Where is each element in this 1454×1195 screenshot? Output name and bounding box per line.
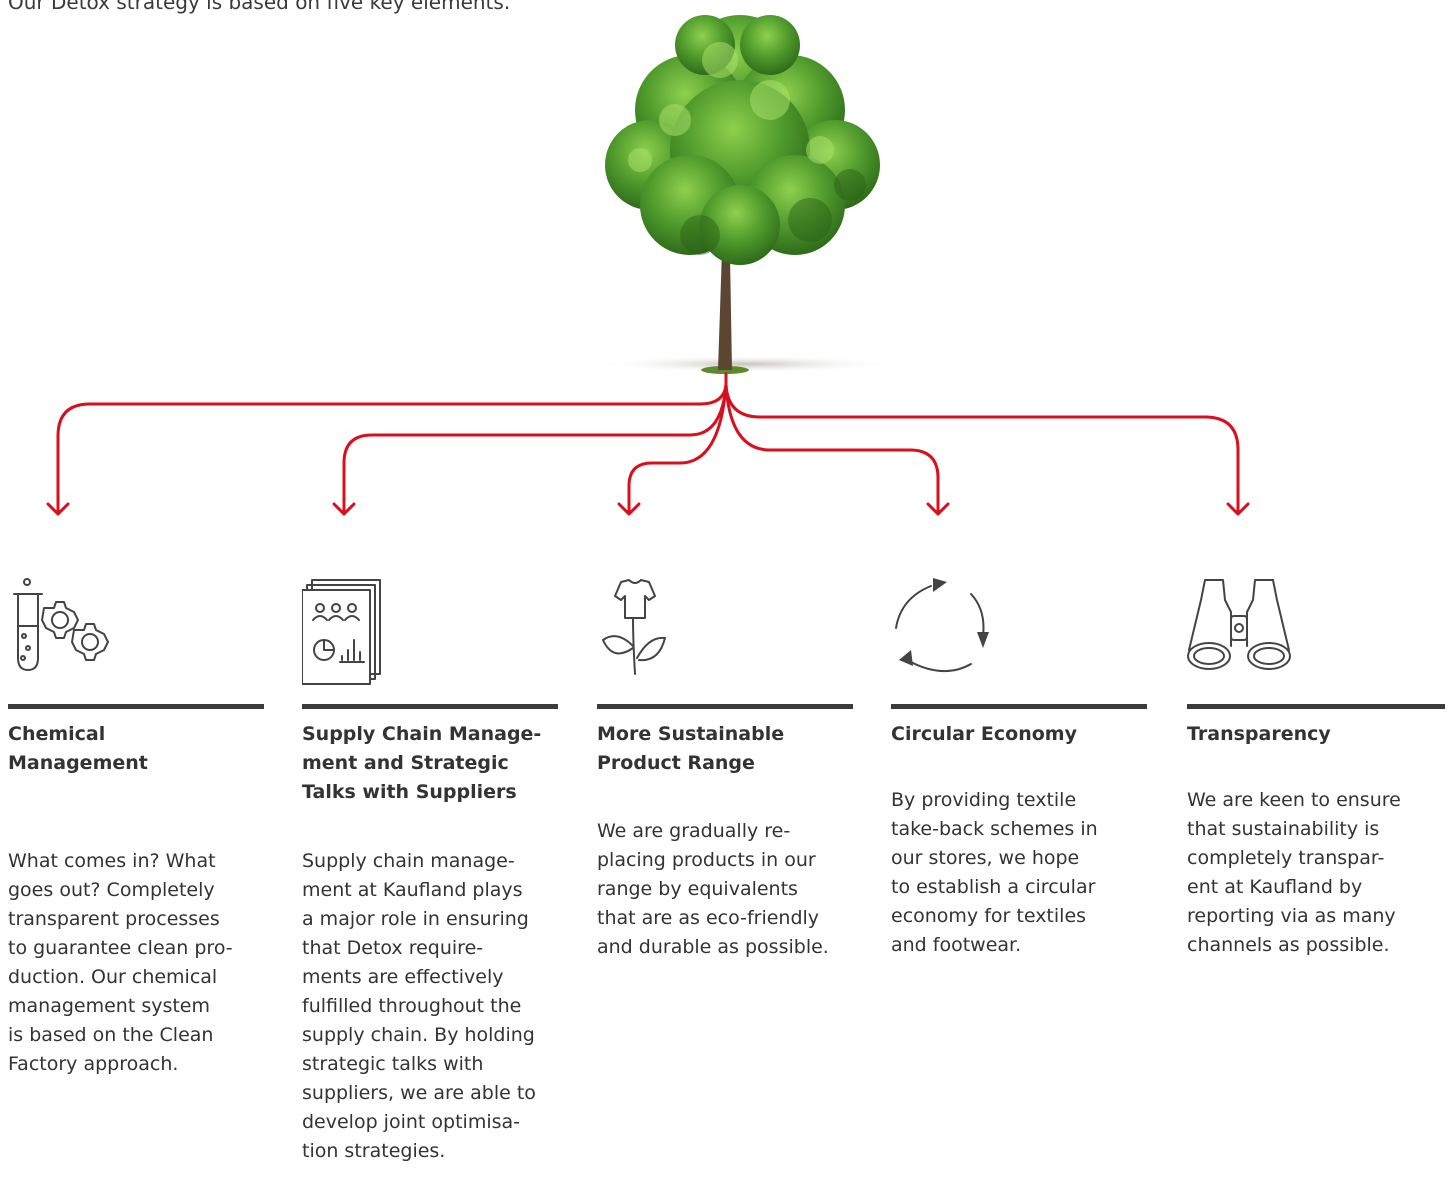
element-title: Chemical Management [8, 723, 148, 774]
section-rule [302, 704, 558, 709]
element-description: We are gradually re- placing products in… [597, 820, 829, 958]
element-description: We are keen to ensure that sustainabilit… [1187, 789, 1401, 956]
section-rule [1187, 704, 1445, 709]
connector-to-product-range [627, 383, 728, 516]
element-title: Circular Economy [891, 723, 1077, 745]
connector-to-transparency [724, 383, 1240, 516]
section-rule [8, 704, 264, 709]
circular-arrows-icon [895, 578, 989, 673]
tree-image [595, 15, 895, 374]
element-title: Transparency [1187, 723, 1331, 745]
section-rule [597, 704, 853, 709]
section-rule [891, 704, 1147, 709]
shirt-plant-icon [602, 579, 666, 675]
test-tube-gears-icon [13, 578, 109, 671]
element-title: More Sustainable Product Range [597, 723, 785, 774]
connector-to-circular-economy [724, 383, 940, 516]
report-documents-icon [302, 579, 381, 685]
binoculars-icon [1187, 579, 1291, 670]
connector-arrows [46, 372, 1250, 516]
element-title: Supply Chain Manage- ment and Strategic … [302, 723, 542, 803]
connector-to-chemical-management [56, 372, 728, 516]
element-description: By providing textile take-back schemes i… [891, 789, 1098, 956]
element-description: Supply chain manage- ment at Kaufland pl… [302, 850, 536, 1162]
intro-text: Our Detox strategy is based on five key … [8, 0, 511, 14]
element-description: What comes in? What goes out? Completely… [8, 850, 233, 1075]
connector-to-supply-chain [342, 383, 728, 516]
